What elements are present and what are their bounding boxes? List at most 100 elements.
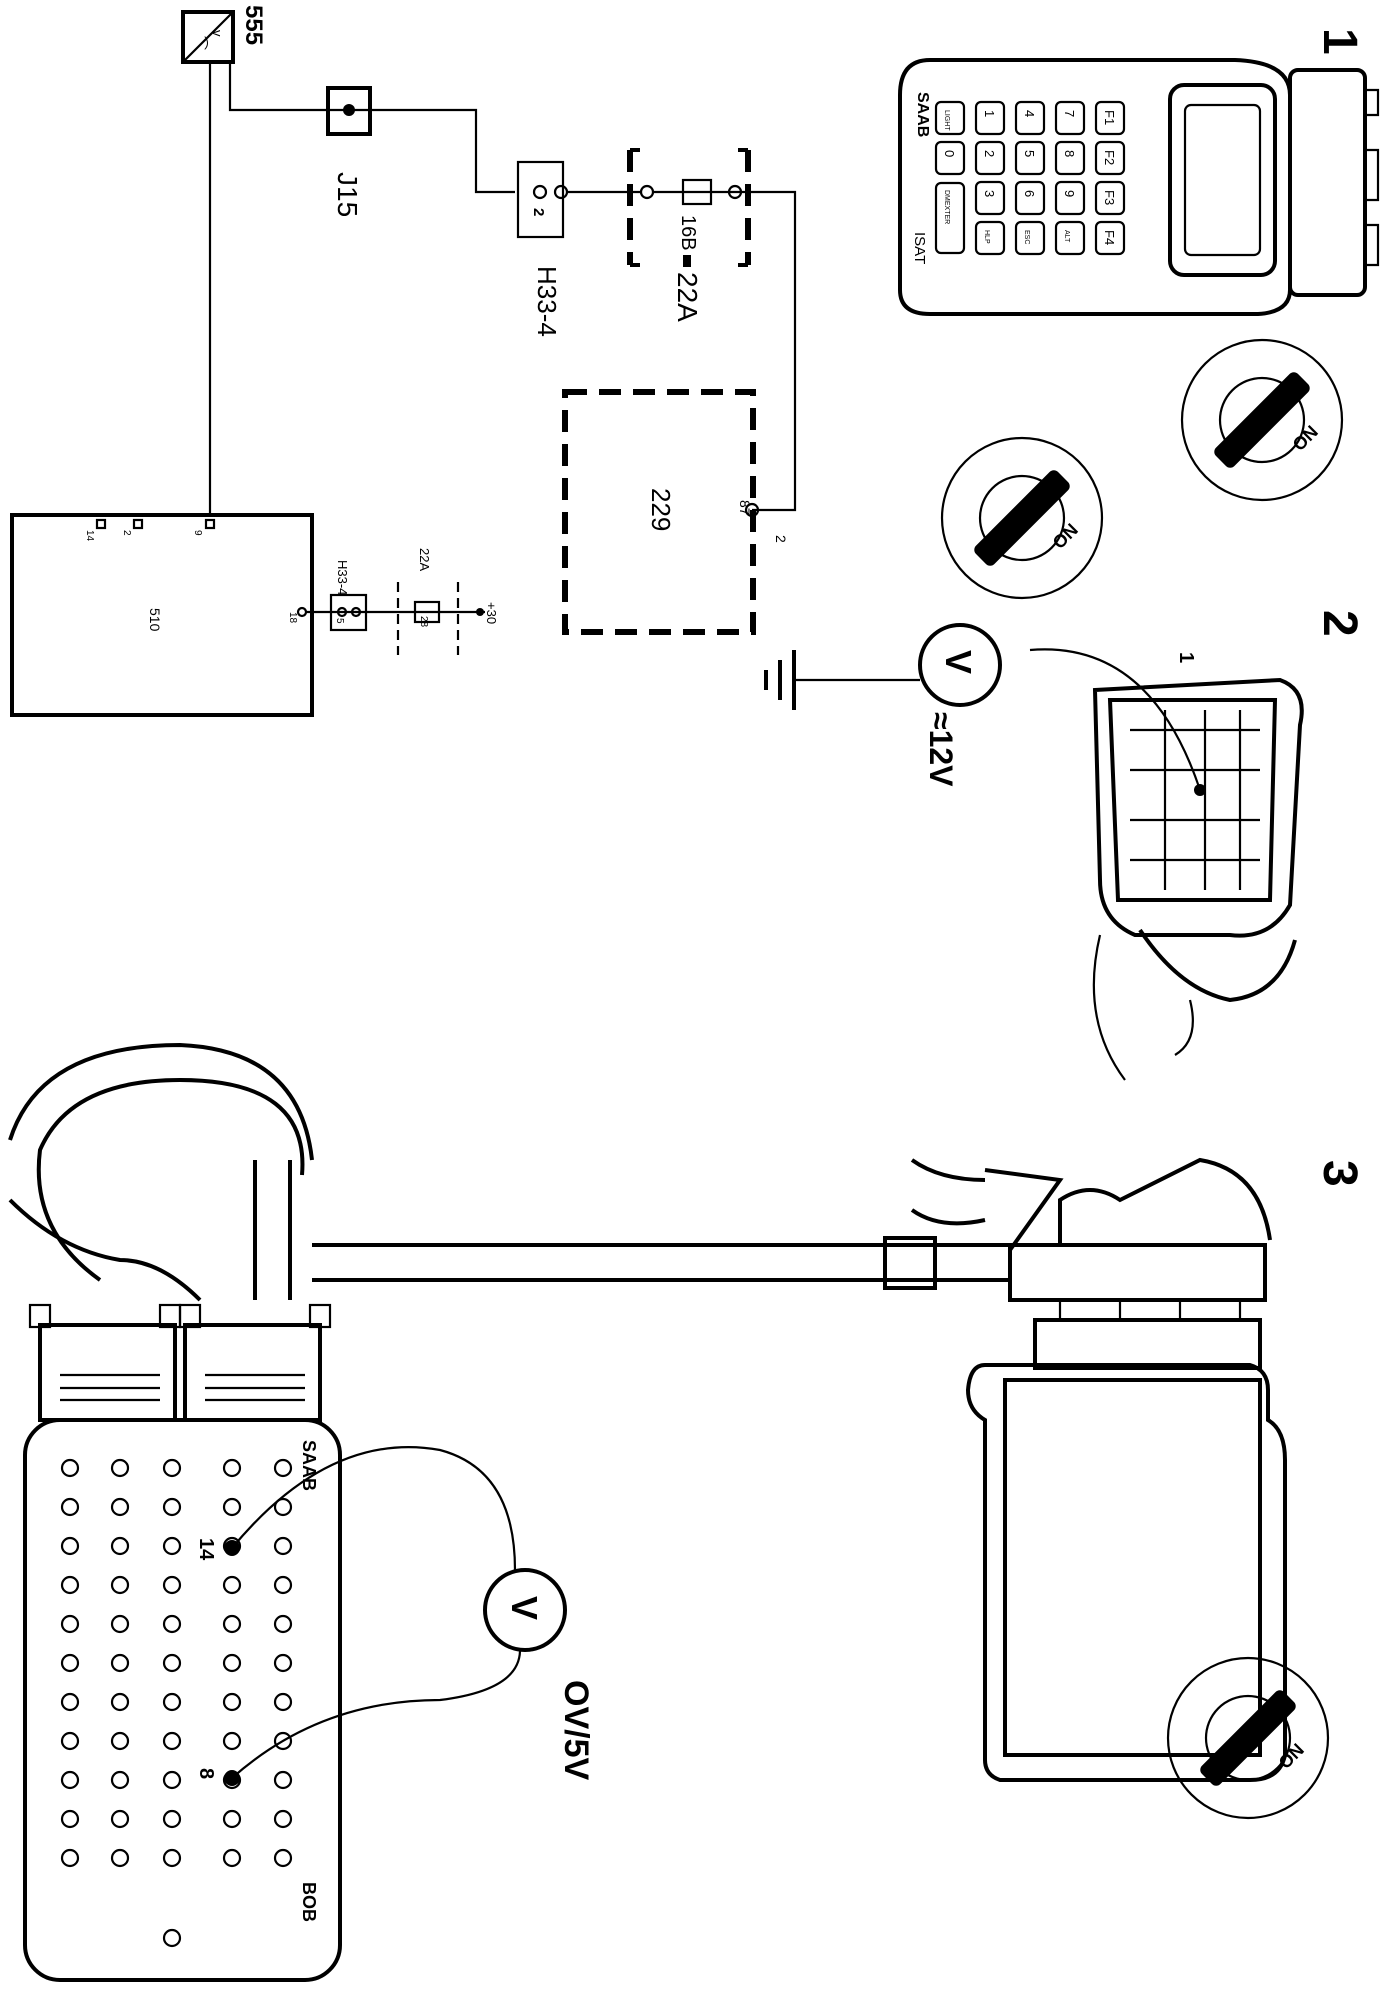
isat-key <box>1054 140 1086 176</box>
step-number-2: 2 <box>1313 610 1366 637</box>
wiring-schematic: v ⌒ 555 J15 2 H33-4 16B 22A 87 <box>10 5 797 717</box>
isat-key-label: F2 <box>1102 150 1117 165</box>
bob-name-label: BOB <box>299 1882 319 1922</box>
probe-pin-14-label: 14 <box>195 1538 217 1561</box>
fuse-box-22a-label: 22A <box>672 272 703 322</box>
bob-connectors <box>28 1303 332 1422</box>
bob-pin <box>110 1614 130 1634</box>
isat-key <box>1094 180 1126 216</box>
bob-pin <box>162 1692 182 1712</box>
ecu-module-illustration <box>910 1157 1287 1782</box>
bob-pin <box>273 1809 293 1829</box>
ignition-switch-2: ON <box>940 436 1104 600</box>
probe-pin-8-label: 8 <box>195 1768 217 1779</box>
coiled-cable <box>8 1042 314 1302</box>
ecu-510-label: 510 <box>147 608 163 632</box>
bob-pin <box>162 1928 182 1948</box>
svg-text:v: v <box>210 30 225 37</box>
isat-key-label: 8 <box>1062 150 1077 157</box>
svg-text:28: 28 <box>418 616 429 628</box>
isat-key <box>974 220 1006 256</box>
isat-key <box>1094 220 1126 256</box>
ecu-510-box <box>10 513 314 717</box>
bob-pin <box>162 1770 182 1790</box>
bob-pin <box>60 1770 80 1790</box>
sensor-555-label: 555 <box>240 5 267 45</box>
bob-pin <box>222 1692 242 1712</box>
svg-text:14: 14 <box>84 530 95 542</box>
bob-pin <box>110 1575 130 1595</box>
isat-key-label: DMEXTER <box>943 190 950 224</box>
ground-point-j15-label: J15 <box>332 172 363 217</box>
bob-pin <box>60 1536 80 1556</box>
bob-pin <box>110 1458 130 1478</box>
bob-pin <box>222 1575 242 1595</box>
isat-key <box>1094 140 1126 176</box>
ecu-connector-label: H33-4 <box>335 560 350 595</box>
bob-pin <box>273 1731 293 1751</box>
bob-pin <box>222 1809 242 1829</box>
isat-key <box>1054 220 1086 256</box>
bob-pin <box>60 1458 80 1478</box>
voltmeter-3-symbol: V <box>504 1596 545 1620</box>
bob-pin <box>162 1536 182 1556</box>
ecu-connector-h33-4 <box>329 593 368 632</box>
isat-key-label: HLP <box>983 230 990 244</box>
relay-connector-illustration: 1 <box>1092 652 1304 1081</box>
svg-text:87: 87 <box>737 500 753 516</box>
isat-key <box>1014 140 1046 176</box>
bob-pin <box>110 1692 130 1712</box>
connector-h33-4-pin: 2 <box>530 208 547 216</box>
bob-pin <box>60 1575 80 1595</box>
isat-key-label: ALT <box>1063 230 1070 243</box>
isat-key-label: 5 <box>1022 150 1037 157</box>
voltage-reading-0v-5v: OV/5V <box>557 1680 595 1780</box>
bob-pin <box>110 1497 130 1517</box>
fuse-16b-label: 16B <box>677 215 699 251</box>
bob-brand-label: SAAB <box>299 1440 319 1491</box>
step-number-3: 3 <box>1313 1160 1366 1187</box>
bob-pin <box>60 1497 80 1517</box>
ignition-on-label-2: ON <box>1049 520 1082 553</box>
connector-h33-4 <box>516 160 565 239</box>
bob-pin <box>273 1848 293 1868</box>
bob-pin <box>162 1731 182 1751</box>
voltmeter-3: V <box>483 1568 567 1652</box>
bob-pin <box>273 1692 293 1712</box>
bob-pin <box>273 1614 293 1634</box>
step-number-1: 1 <box>1313 28 1366 55</box>
bob-pin <box>110 1848 130 1868</box>
bob-pin <box>60 1848 80 1868</box>
isat-key-label: LIGHT <box>943 110 950 131</box>
isat-key <box>934 140 966 176</box>
bob-pin <box>222 1653 242 1673</box>
isat-key <box>934 181 966 255</box>
bob-pin <box>222 1731 242 1751</box>
bob-pin <box>273 1770 293 1790</box>
bob-pin <box>162 1497 182 1517</box>
bob-pin <box>222 1458 242 1478</box>
isat-key-label: F4 <box>1102 230 1117 245</box>
svg-text:5: 5 <box>334 618 345 624</box>
ecu-fuse-28 <box>413 600 441 624</box>
isat-key <box>1014 100 1046 136</box>
bob-pin <box>273 1653 293 1673</box>
isat-key <box>974 100 1006 136</box>
isat-key-label: 4 <box>1022 110 1037 117</box>
breakout-box <box>23 1418 342 1982</box>
svg-text:2: 2 <box>121 530 132 536</box>
bob-pin <box>273 1536 293 1556</box>
isat-key <box>1054 180 1086 216</box>
bob-pin <box>162 1848 182 1868</box>
svg-text:18: 18 <box>287 612 298 624</box>
bob-pin <box>60 1809 80 1829</box>
isat-key <box>934 100 966 136</box>
ignition-switch-1: ON <box>1180 338 1344 502</box>
bob-pin <box>273 1458 293 1478</box>
ground-symbol <box>764 650 796 710</box>
isat-key-label: F3 <box>1102 190 1117 205</box>
bob-pin <box>222 1848 242 1868</box>
bob-pin <box>222 1614 242 1634</box>
